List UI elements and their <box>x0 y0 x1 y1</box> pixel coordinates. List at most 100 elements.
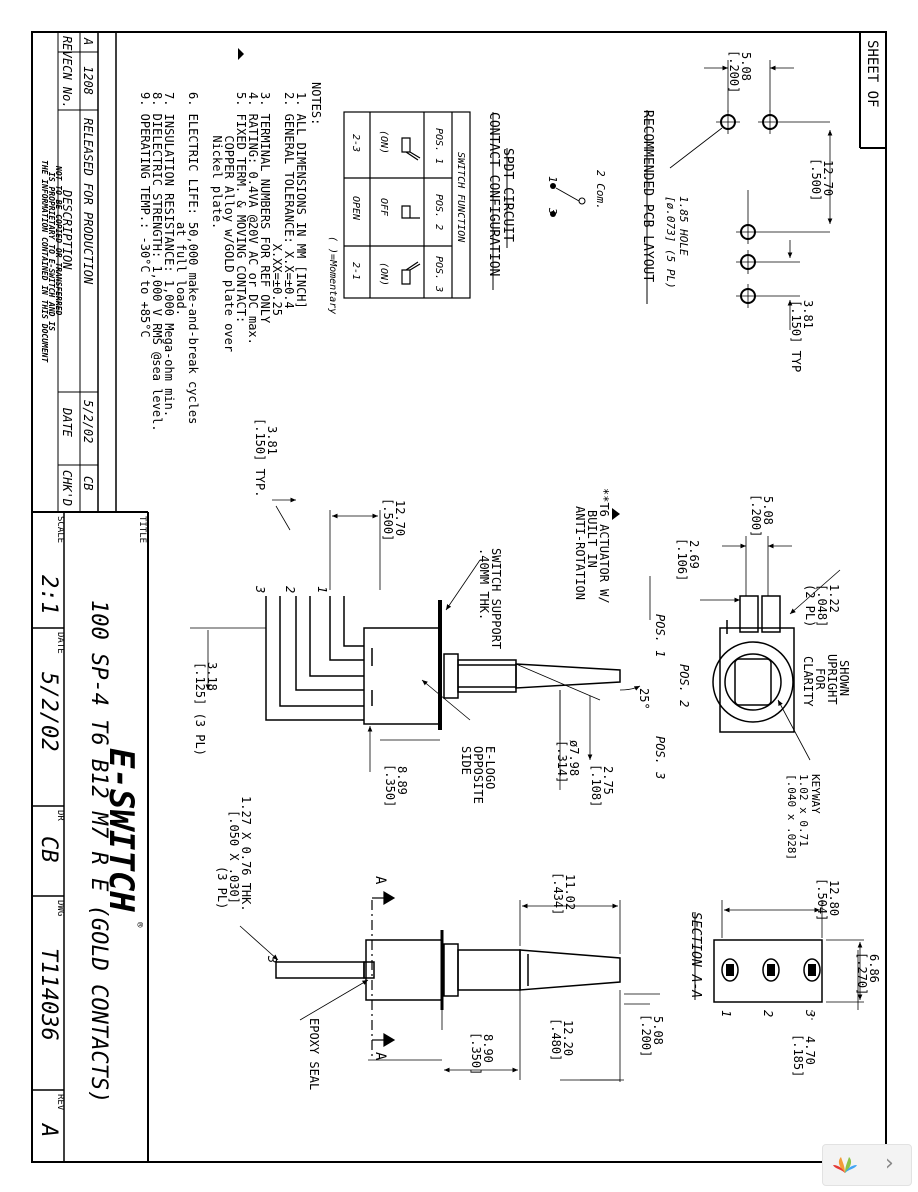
front-terminal-label: 3 <box>265 955 279 963</box>
section-label-2: 2 <box>761 1010 775 1017</box>
e-switch-logo: E-SWITCH <box>101 748 141 912</box>
dwg-label: DWG <box>55 900 65 916</box>
side-dim-318: 3.18 <box>205 662 219 691</box>
scale-label: SCALE <box>55 516 65 543</box>
note-line-2: 2. GENERAL TOLERANCE: X.X=±0.4 <box>282 92 296 309</box>
revision-table <box>32 32 148 513</box>
side-dim-275-in: [.108] <box>589 764 603 807</box>
shown-3: FOR <box>813 668 827 690</box>
section-arrow-top <box>383 890 396 906</box>
side-dim-1270-in: [.500] <box>381 498 395 541</box>
next-page-icon[interactable]: › <box>885 1151 894 1176</box>
section-dim-470: 4.70 <box>803 1036 817 1065</box>
end-view: SHOWN UPRIGHT FOR CLARITY KEYWAY 1.02 x … <box>573 488 851 860</box>
ecn-header: ECN No. <box>60 58 74 109</box>
side-dim-275: 2.75 <box>601 766 615 795</box>
chkd-header: CHK'D <box>60 470 74 506</box>
function-table <box>343 111 471 299</box>
section-mark-top: A <box>372 876 388 885</box>
front-nut <box>443 943 459 997</box>
pcb-dim-381: 3.81 <box>801 300 815 329</box>
t6-triangle <box>612 508 620 520</box>
front-bushing <box>457 949 521 991</box>
support-2: .40MM THK. <box>477 548 491 620</box>
terminal-tab-b <box>761 595 781 633</box>
front-view: 11.02 [.434] 1.27 X 0.76 THK. [.050 X .0… <box>215 796 665 1090</box>
date-label: DATE <box>55 632 65 654</box>
proprietary-line-3: NOT TO BE COPIED OR TRANSFERRED <box>54 165 63 315</box>
terminal-3-dot <box>550 211 556 217</box>
momentary-footnote: ( )=Momentary <box>327 236 338 314</box>
section-label-1: 1 <box>719 1010 733 1017</box>
pcb-dim-1270: 12.70 <box>821 160 835 196</box>
description-value: RELEASED FOR PRODUCTION <box>81 118 95 285</box>
end-dim-122-in: [.048] <box>815 584 829 627</box>
angle-label: 25° <box>637 688 651 710</box>
note-line-1: 1. ALL DIMENSIONS IN MM [INCH] <box>294 92 308 309</box>
section-mark-bottom: A <box>372 1052 388 1061</box>
note-line-5c: Nickel plate. <box>210 92 224 229</box>
terminal-2-lead <box>295 596 364 691</box>
end-dim-122: 1.22 <box>827 584 841 613</box>
dr-label: DR <box>55 810 65 821</box>
section-terminal-2 <box>762 958 780 982</box>
shown-1: SHOWN <box>837 660 851 696</box>
pos2-header: POS. 2 <box>433 194 444 230</box>
front-terminal-3 <box>275 961 365 979</box>
side-dim-381-in: [.150] TYP. <box>253 418 267 497</box>
rev-value: A <box>81 37 95 45</box>
pos2-state: OFF <box>378 198 389 217</box>
note-line-7: 7. INSULATION RESISTANCE: 1,000 Mega-ohm… <box>162 92 176 417</box>
front-dim-127-3: (3 PL) <box>215 866 229 909</box>
svg-text:SHEET OF: SHEET OF <box>864 40 880 107</box>
dwg-value: T114036 <box>36 948 61 1041</box>
note-line-9: 9. OPERATING TEMP.: -30°C to +85°C <box>138 92 152 338</box>
section-terminal-3 <box>803 958 821 982</box>
front-dim-1220: 12.20 <box>561 1020 575 1056</box>
front-body <box>365 939 443 1001</box>
elogo-3: SIDE <box>459 746 473 775</box>
side-terminal-1: 1 <box>315 586 329 593</box>
pcb-dim-508: 5.08 <box>739 52 753 81</box>
side-dim-798: ø7.98 <box>567 740 581 776</box>
side-terminal-2: 2 <box>283 586 297 593</box>
front-dim-508: 5.08 <box>651 1016 665 1045</box>
end-dim-269-in: [.106] <box>675 538 689 581</box>
end-dim-269: 2.69 <box>687 540 701 569</box>
scale-value: 2:1 <box>36 575 61 615</box>
t1-label: 1 <box>546 176 559 183</box>
t6-note-1: **T6 ACTUATOR W/ <box>597 488 611 604</box>
t6-note-3: ANTI-ROTATION <box>573 506 587 600</box>
note-4-triangle <box>238 48 244 60</box>
lever-pos1-icon <box>401 137 421 161</box>
end-view-housing <box>719 627 795 733</box>
end-dim-122-pl: (2 PL) <box>803 584 817 627</box>
side-view: SWITCH SUPPORT .40MM THK. 12.70 [.500] 3… <box>190 418 691 807</box>
front-dim-127-2: [.050 X .030] <box>227 810 241 904</box>
side-terminal-3: 3 <box>253 585 267 593</box>
side-dim-889-in: [.350] <box>383 764 397 807</box>
support-1: SWITCH SUPPORT <box>489 548 503 649</box>
terminal-tab-a <box>739 595 759 633</box>
end-dim-508-in: [.200] <box>749 494 763 537</box>
pcb-layout: RECOMMENDED PCB LAYOUT <box>640 50 835 372</box>
date-header: DATE <box>60 407 74 438</box>
pos3-state: (ON) <box>378 262 389 286</box>
viewer-nav-widget[interactable]: › <box>822 1144 912 1186</box>
switch-function-header: SWITCH FUNCTION <box>455 152 466 243</box>
side-dim-381: 3.81 <box>265 426 279 455</box>
pos-2-label: POS. 2 <box>677 664 691 707</box>
t6-note-2: BUILT IN <box>585 510 599 568</box>
pos1-header: POS. 1 <box>433 128 444 164</box>
pos3-header: POS. 3 <box>433 256 444 292</box>
t3-label: 3 <box>546 207 559 215</box>
date-value: 5/2/02 <box>81 400 95 443</box>
front-dim-508-in: [.200] <box>639 1014 653 1057</box>
notes-block: NOTES: 1. ALL DIMENSIONS IN MM [INCH] 2.… <box>138 82 323 432</box>
bushing-outer <box>712 641 794 723</box>
rev-label: REV <box>55 1094 65 1111</box>
com-terminal <box>578 197 586 205</box>
actuator-lever <box>515 663 621 689</box>
keyway-2: 1.02 x 0.71 <box>797 774 810 847</box>
